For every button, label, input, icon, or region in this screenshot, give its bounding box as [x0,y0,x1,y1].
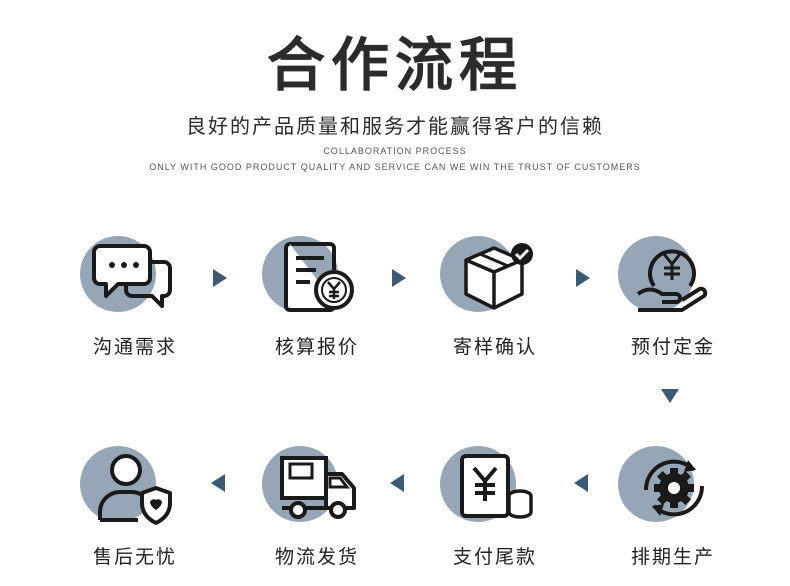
step-label: 寄样确认 [452,336,537,358]
step-label: 排期生产 [630,546,715,568]
gear-cycle-icon [643,459,705,517]
box-check-icon [464,243,533,310]
invoice-yen-icon [284,242,354,312]
arrow-right-icon [576,269,590,287]
step-sample-confirm: 寄样确认 [440,236,580,366]
arrow-right-icon [213,269,227,287]
chat-bubbles-icon [92,244,172,308]
step-label: 沟通需求 [92,336,177,358]
arrow-left-icon [574,474,588,492]
step-label: 预付定金 [630,336,715,358]
user-shield-icon [98,454,172,525]
page-title: 合作流程 [266,31,523,99]
step-deposit: 预付定金 [618,236,758,366]
step-calculate-quote: 核算报价 [262,236,402,366]
english-tagline: ONLY WITH GOOD PRODUCT QUALITY AND SERVI… [149,162,641,172]
hand-yen-coin-icon [636,249,708,312]
step-after-sales: 售后无忧 [80,446,220,576]
step-communicate-needs: 沟通需求 [80,236,220,366]
arrow-down-icon [661,389,679,403]
step-label: 核算报价 [274,336,359,358]
english-heading: COLLABORATION PROCESS [323,146,467,156]
page-subtitle: 良好的产品质量和服务才能赢得客户的信赖 [186,114,604,138]
arrow-left-icon [390,474,404,492]
step-label: 售后无忧 [92,546,177,568]
step-label: 支付尾款 [452,546,537,568]
step-label: 物流发货 [274,546,359,568]
arrow-left-icon [211,474,225,492]
arrow-right-icon [392,269,406,287]
step-final-payment: 支付尾款 [440,446,580,576]
delivery-truck-icon [280,456,356,519]
yen-card-coins-icon [460,454,533,519]
step-production-schedule: 排期生产 [618,446,758,576]
step-shipping: 物流发货 [262,446,402,576]
